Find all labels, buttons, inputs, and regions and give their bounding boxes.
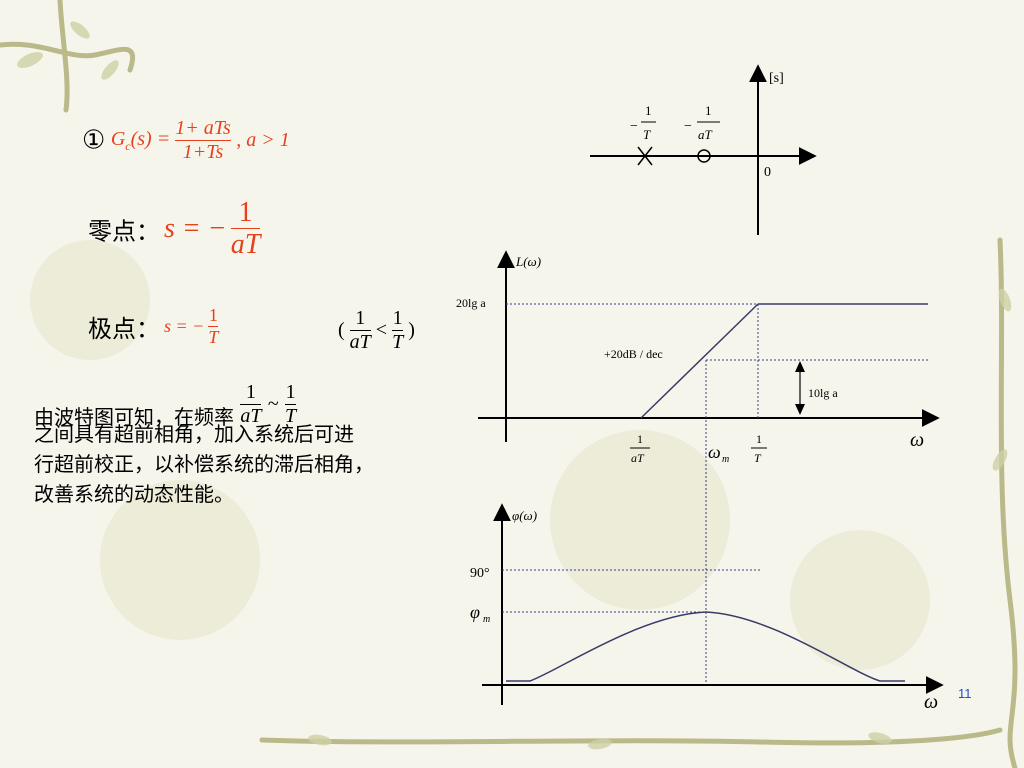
mag-x2-num: 1 — [756, 432, 762, 446]
phase-90-label: 90° — [470, 566, 490, 581]
s-plane-label: [s] — [769, 71, 784, 86]
tf-condition: , a > 1 — [236, 129, 290, 151]
mag-x1-num: 1 — [637, 432, 643, 446]
s-zero-num: 1 — [705, 103, 712, 118]
pole-row: 极点： s = − 1 T — [88, 305, 219, 347]
mag-top-level: 20lg a — [456, 296, 486, 310]
s-pole-den: T — [643, 127, 651, 142]
s-pole-num: 1 — [645, 103, 652, 118]
phase-max-sub: m — [483, 614, 490, 625]
phase-ylabel: φ(ω) — [512, 508, 537, 523]
tf-fraction: 1+ aTs 1+Ts — [175, 118, 231, 163]
pole-cross-icon — [637, 146, 653, 166]
ineq-left-fraction: 1 aT — [349, 307, 371, 353]
mag-xm: ω — [708, 442, 721, 462]
desc-line-2: 之间具有超前相角，加入系统后可进 — [34, 422, 354, 446]
mag-x2-den: T — [754, 451, 762, 465]
desc-line-1-text: 由波特图可知，在频率 — [34, 405, 234, 429]
page-number: 11 — [958, 686, 972, 701]
tf-denominator: 1+Ts — [182, 141, 224, 163]
desc-line-1: 由波特图可知，在频率 1 aT ~ 1 T — [34, 382, 504, 441]
desc-range-right: 1 T — [285, 381, 297, 427]
ineq-n2: 1 — [392, 307, 403, 329]
zero-label: 零点： — [88, 217, 160, 246]
zero-den: aT — [230, 229, 261, 261]
ineq-open: ( — [338, 319, 345, 341]
tf-numerator: 1+ aTs — [175, 117, 231, 139]
pole-den: T — [208, 326, 219, 347]
desc-range-left: 1 aT — [240, 381, 262, 427]
item-marker: ① — [82, 125, 106, 155]
mag-xm-sub: m — [722, 454, 729, 465]
ineq-d1: aT — [349, 331, 371, 353]
s-zero-sign: − — [684, 119, 692, 134]
desc-range-sep: ~ — [267, 393, 279, 415]
phase-max-label: φ — [470, 602, 480, 622]
zero-circle-icon — [697, 149, 711, 163]
tf-lhs-arg: (s) = — [130, 127, 171, 150]
zero-num: 1 — [238, 197, 253, 228]
desc-range-d1: aT — [240, 405, 262, 427]
pole-fraction: 1 T — [208, 305, 219, 347]
mag-ylabel: L(ω) — [515, 254, 541, 269]
pole-num: 1 — [208, 305, 218, 325]
phase-curve — [506, 611, 905, 682]
mag-slope-label: +20dB / dec — [604, 347, 663, 361]
mag-half-level: 10lg a — [808, 386, 838, 400]
zero-lhs: s = − — [164, 212, 227, 244]
desc-line-3: 行超前校正，以补偿系统的滞后相角， — [34, 452, 374, 476]
magnitude-plot: L(ω) 20lg a +20dB / dec 10lg a 1 aT ω m … — [456, 250, 940, 688]
mag-slope-line — [640, 303, 759, 419]
ineq-d2: T — [392, 331, 404, 353]
desc-range-d2: T — [285, 405, 297, 427]
pole-label: 极点： — [88, 314, 160, 343]
ineq-n1: 1 — [355, 307, 366, 329]
tf-lhs: G — [110, 127, 126, 150]
description-text: 由波特图可知，在频率 1 aT ~ 1 T 之间具有超前相角，加入系统后可进 行… — [34, 382, 504, 509]
pole-lhs: s = − — [164, 315, 205, 336]
inequality: ( 1 aT < 1 T ) — [338, 308, 415, 353]
s-pole-sign: − — [630, 119, 638, 134]
mag-x1-den: aT — [631, 451, 645, 465]
mag-xlabel: ω — [910, 429, 924, 451]
s-plane-diagram: [s] 0 − 1 T − 1 aT — [590, 64, 817, 235]
phase-plot: φ(ω) 90° φ m ω — [470, 503, 944, 713]
ineq-op: < — [375, 319, 388, 341]
desc-line-4: 改善系统的动态性能。 — [34, 482, 234, 506]
phase-xlabel: ω — [924, 691, 938, 713]
s-plane-origin: 0 — [764, 165, 771, 180]
ineq-close: ) — [408, 319, 415, 341]
transfer-function: ① Gc(s) = 1+ aTs 1+Ts , a > 1 — [82, 118, 290, 163]
tf-lhs-sub: c — [125, 138, 131, 153]
s-zero-den: aT — [698, 127, 713, 142]
zero-row: 零点： s = − 1 aT — [88, 197, 261, 261]
zero-fraction: 1 aT — [230, 197, 261, 261]
desc-range-n2: 1 — [285, 381, 296, 403]
ineq-right-fraction: 1 T — [392, 307, 404, 353]
desc-range-n1: 1 — [245, 381, 256, 403]
